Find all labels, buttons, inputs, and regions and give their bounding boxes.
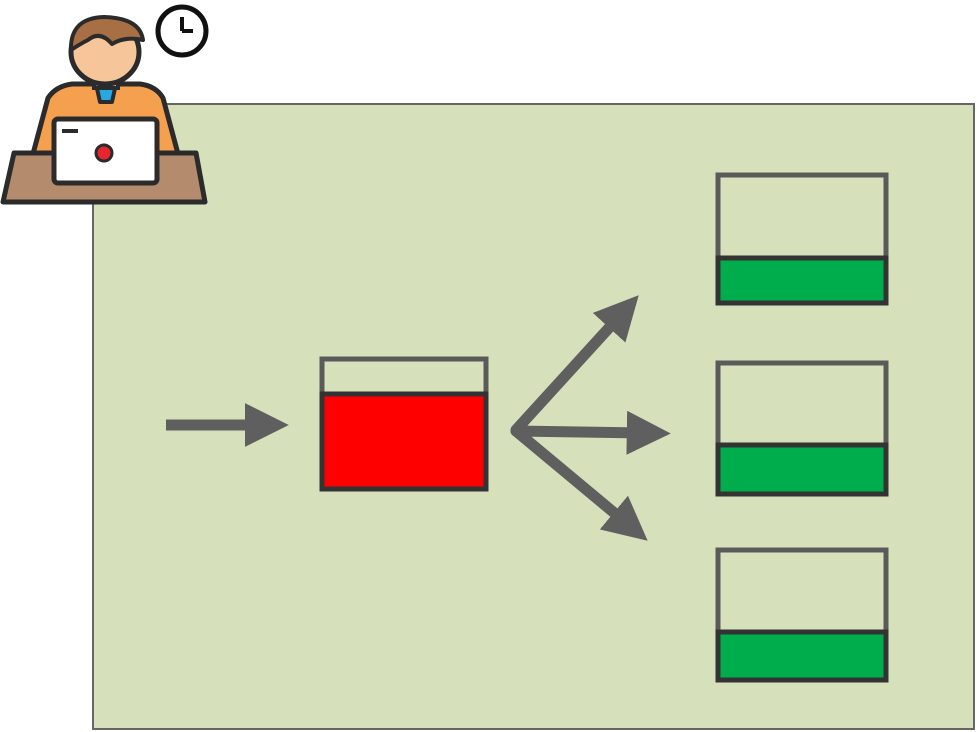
source-box: [319, 356, 489, 492]
target-box-3: [715, 547, 889, 683]
arrow-to-target-1: [510, 295, 639, 436]
target-box-1: [715, 172, 889, 306]
arrow-to-target-3: [510, 425, 648, 541]
laptop-logo: [94, 143, 114, 163]
hair: [68, 15, 145, 52]
target-box-fill: [715, 442, 889, 497]
person-at-laptop-icon: [0, 15, 208, 205]
clock-icon: [155, 4, 209, 58]
source-box-fill: [319, 391, 489, 492]
distribution-arrows: [510, 295, 671, 541]
target-box-fill: [715, 629, 889, 683]
arrow-to-target-2: [510, 410, 671, 455]
target-box-fill: [715, 255, 889, 306]
target-box-2: [715, 360, 889, 497]
